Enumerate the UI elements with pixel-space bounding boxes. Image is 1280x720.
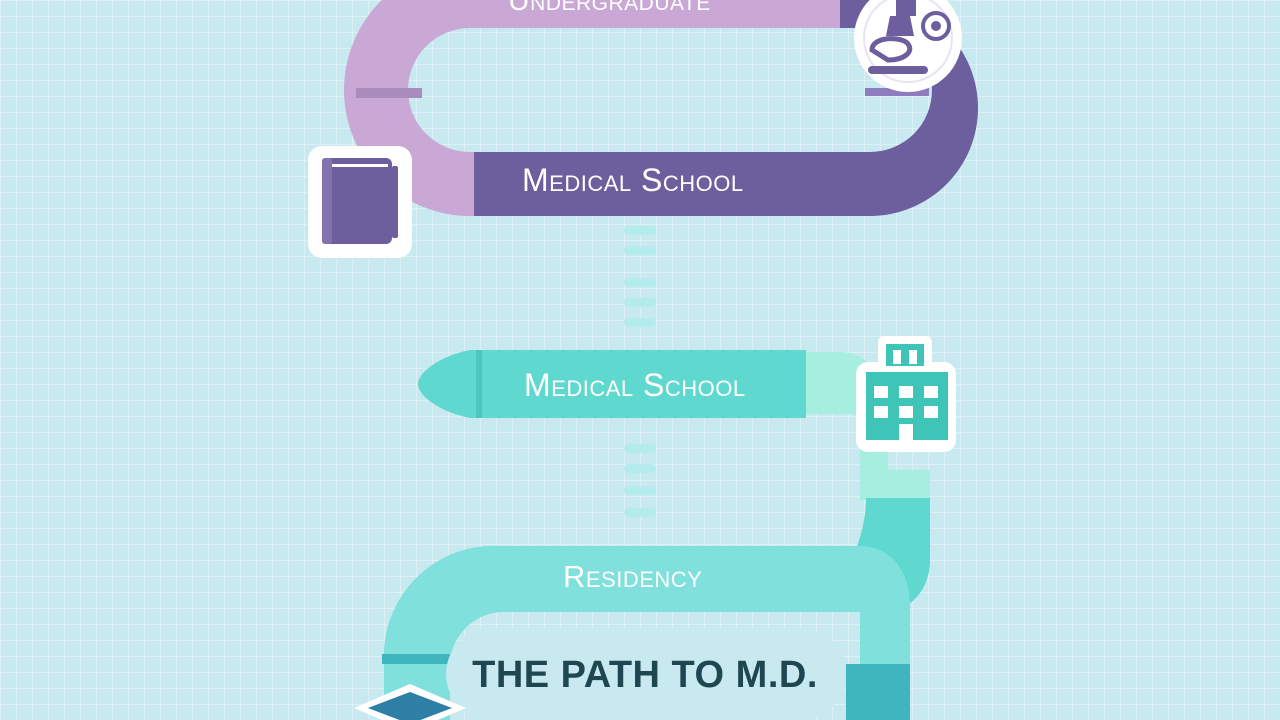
book-icon: [308, 146, 412, 258]
stage-label-residency: Residency: [563, 559, 703, 594]
residency-divider-left: [382, 654, 450, 664]
connector-2: [624, 444, 656, 517]
undergraduate-band: [344, 0, 860, 216]
residency-lower-right: [846, 664, 910, 720]
pencil-tip-edge: [476, 350, 482, 418]
residency-band: [384, 545, 910, 720]
medical-school-band-1: [474, 0, 978, 216]
residency-loop: [382, 498, 930, 720]
title-plate: [446, 628, 846, 720]
undergraduate-loop: [344, 0, 978, 216]
loop-divider: [356, 88, 422, 98]
microscope-icon: [854, 0, 962, 92]
loop-divider-right: [865, 88, 929, 96]
pencil-tip: [418, 350, 478, 418]
stage-label-medical-school-1: Medical School: [522, 162, 744, 198]
stage-label-medical-school-2: Medical School: [524, 367, 746, 403]
connector-1: [624, 226, 656, 327]
pencil-body: [478, 350, 806, 418]
stage-label-undergraduate: Undergraduate: [508, 0, 711, 17]
page-title: THE PATH TO M.D.: [472, 654, 818, 696]
graduation-cap-icon: [354, 684, 466, 720]
hospital-icon: [856, 336, 956, 452]
